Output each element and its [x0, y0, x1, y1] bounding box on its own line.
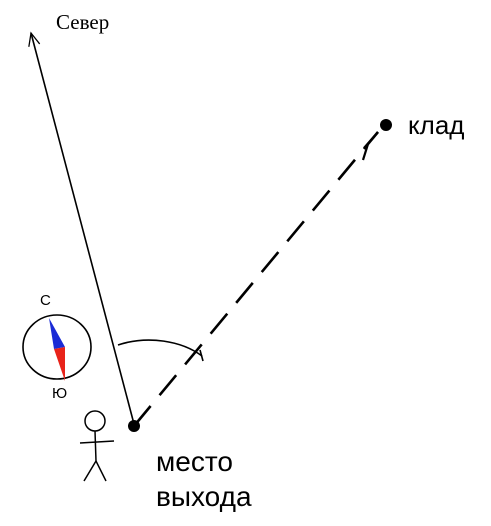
person-icon	[79, 410, 115, 482]
bearing-line	[132, 131, 380, 427]
treasure-label: клад	[408, 110, 465, 140]
compass-north-letter: С	[40, 292, 51, 309]
bearing-arrowhead	[361, 131, 379, 161]
compass-needle-north	[49, 318, 65, 349]
angle-arc	[117, 339, 203, 357]
treasure-point	[380, 119, 392, 131]
compass-icon	[22, 314, 92, 381]
angle-arc-tick	[199, 349, 204, 362]
north-arrow	[28, 31, 135, 425]
compass-south-letter: Ю	[52, 385, 68, 402]
start-label-line2: выхода	[156, 481, 252, 512]
start-label-line1: место	[156, 446, 233, 477]
north-label: Север	[56, 10, 110, 34]
compass-needle-south	[54, 347, 65, 381]
start-point	[128, 420, 140, 432]
